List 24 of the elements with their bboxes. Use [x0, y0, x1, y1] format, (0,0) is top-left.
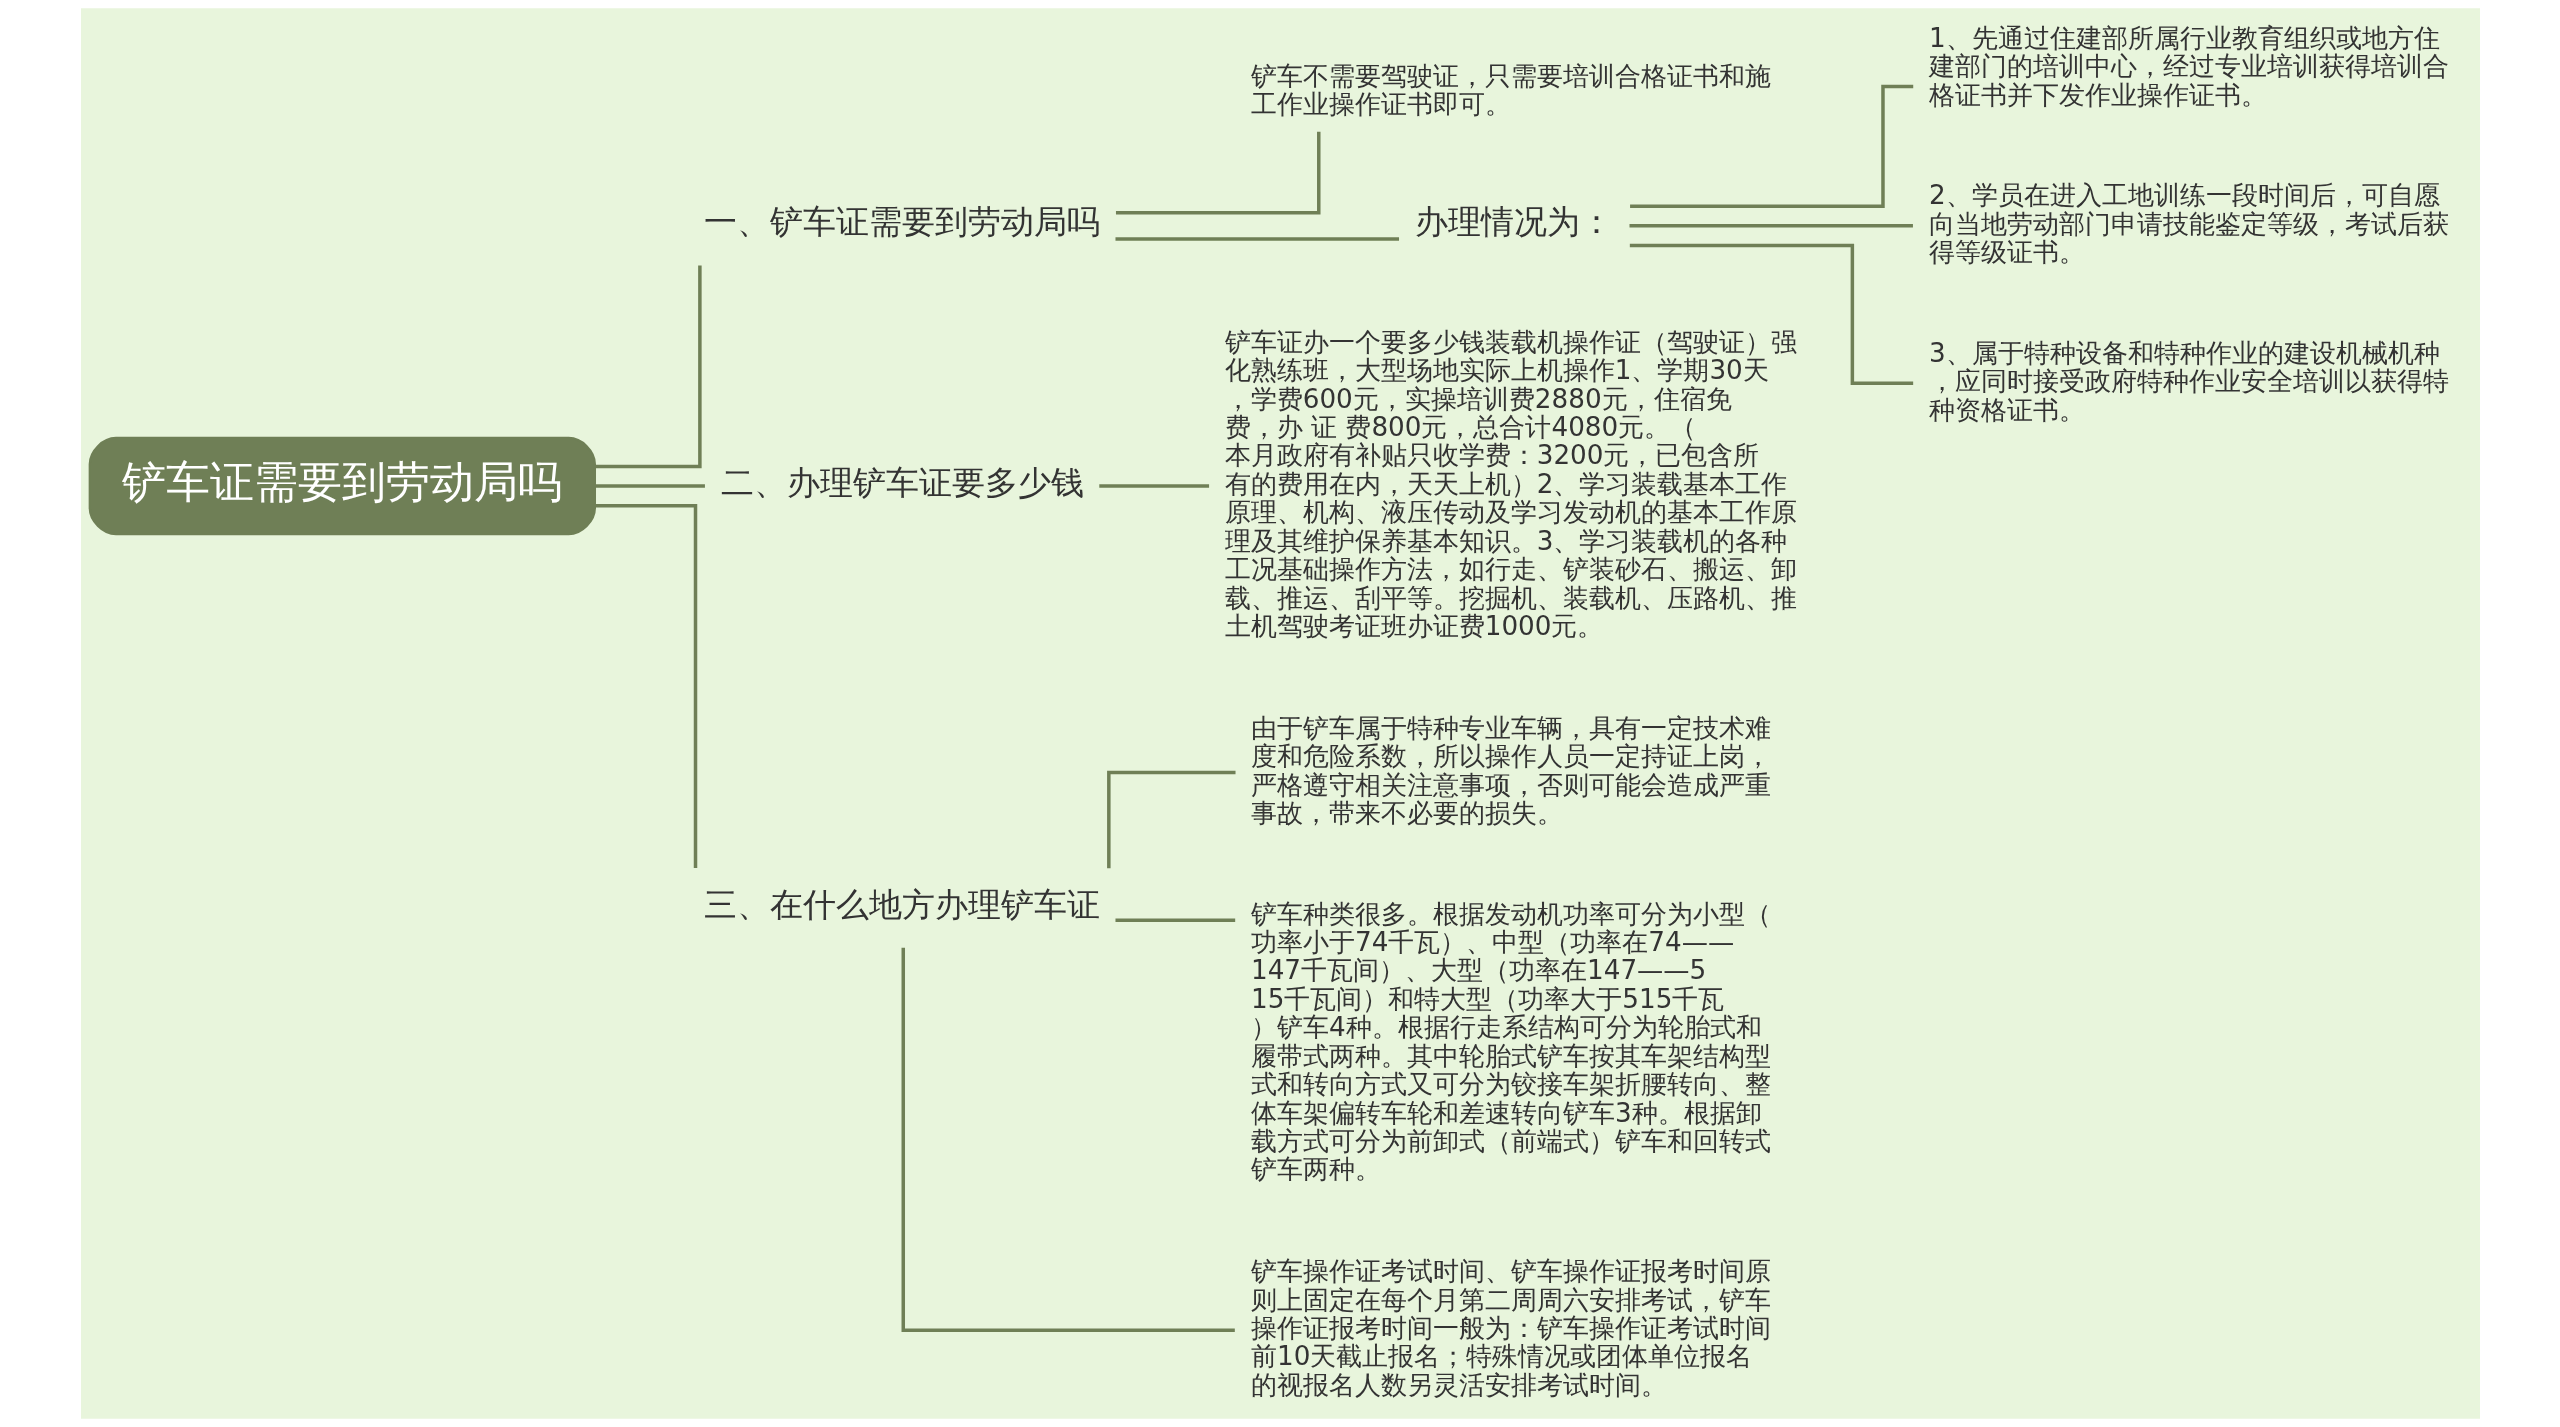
node-text: 三、在什么地方办理铲车证: [703, 885, 1100, 924]
connector: [1115, 918, 1235, 922]
node-text: 由于铲车属于特种专业车辆，具有一定技术难度和危险系数，所以操作人员一定持证上岗，严格遵守相关注意事项，否则可能会造成严重事故，带来不必要的损失。: [1250, 712, 1771, 828]
connector: [1106, 770, 1235, 869]
connector: [594, 504, 697, 869]
node-box: 铲车证需要到劳动局吗: [88, 436, 596, 536]
node-text: 铲车证办一个要多少钱装载机操作证（驾驶证）强化熟练班，大型场地实际上机操作1、学期30天，学费600元，实操培训费2880元，住宿免费，办 证 费800元，总合计4080元。（本月政府有补贴只收学费：3200元，已包含所有的费用在内，天天上机）2、学习装载基本工作原理、机构、液压传动及学习发动机的基本工作原理及其维护保养基本知识。3、学习装载机的各种工况基础操作方法，如行走、铲装砂石、搬运、卸载、推运、刮平等。挖掘机、装载机、压路机、推土机驾驶考证班办证费1000元。: [1224, 326, 1797, 641]
connector: [1098, 484, 1209, 488]
node-text: 铲车操作证考试时间、铲车操作证报考时间原则上固定在每个月第二周周六安排考试，铲车操作证报考时间一般为：铲车操作证考试时间前10天截止报名；特殊情况或团体单位报名的视报名人数另灵活安排考试时间。: [1250, 1256, 1771, 1400]
node-text: 一、铲车证需要到劳动局吗: [703, 203, 1100, 242]
connector: [901, 947, 1235, 1332]
connector: [1115, 131, 1320, 215]
connector: [595, 265, 702, 469]
connector: [1629, 243, 1913, 386]
node-text: 二、办理铲车证要多少钱: [720, 463, 1084, 502]
node-text: 铲车不需要驾驶证，只需要培训合格证书和施工作业操作证书即可。: [1250, 60, 1771, 120]
connector: [1629, 224, 1913, 228]
node-text: 3、属于特种设备和特种作业的建设机械机种，应同时接受政府特种作业安全培训以获得特种资格证书。: [1928, 337, 2449, 425]
connector: [594, 484, 705, 488]
node-text: 1、先通过住建部所属行业教育组织或地方住建部门的培训中心，经过专业培训获得培训合格证书并下发作业操作证书。: [1928, 22, 2449, 110]
node-text: 2、学员在进入工地训练一段时间后，可自愿向当地劳动部门申请技能鉴定等级，考试后获得等级证书。: [1928, 180, 2449, 268]
node-text: 铲车种类很多。根据发动机功率可分为小型（功率小于74千瓦）、中型（功率在74——147千瓦间）、大型（功率在147——515千瓦间）和特大型（功率大于515千瓦）铲车4种。根据行走系结构可分为轮胎式和履带式两种。其中轮胎式铲车按其车架结构型式和转向方式又可分为铰接车架折腰转向、整体车架偏转车轮和差速转向铲车3种。根据卸载方式可分为前卸式（前端式）铲车和回转式铲车两种。: [1250, 898, 1771, 1185]
node-text: 办理情况为：: [1415, 203, 1613, 242]
connector: [1115, 237, 1399, 241]
